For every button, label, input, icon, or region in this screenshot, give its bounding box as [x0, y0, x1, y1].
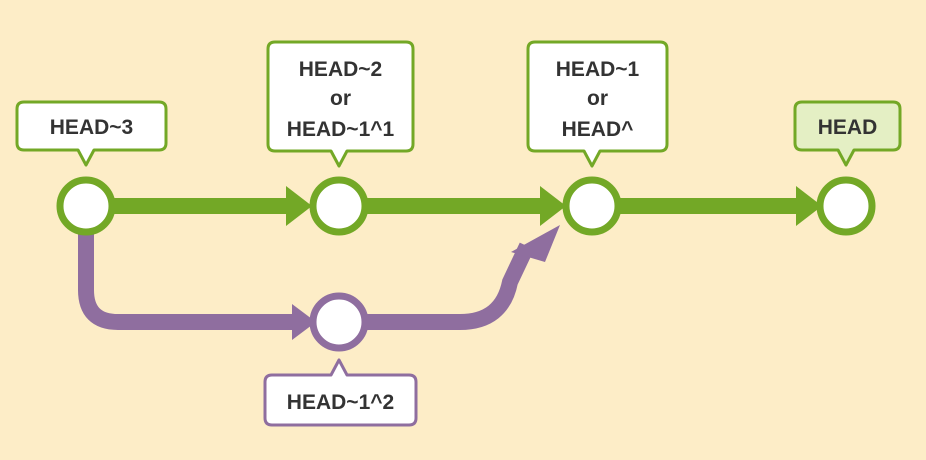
commit-node-head[interactable] [816, 176, 876, 236]
label-text-head3: HEAD~3 [50, 116, 133, 139]
commit-node-head1[interactable] [562, 176, 622, 236]
side-branch-line-down [78, 222, 295, 330]
main-branch-arrowhead-1 [286, 186, 312, 226]
label-text-head2-line3: HEAD~1^1 [287, 118, 395, 141]
label-text-head2-line2: or [330, 87, 351, 110]
label-text-head1-line3: HEAD^ [562, 118, 634, 141]
label-text-head: HEAD [818, 116, 878, 139]
main-branch-arrowhead-3 [796, 186, 822, 226]
label-callout-head: HEAD [793, 100, 902, 167]
label-callout-head1: HEAD~1 or HEAD^ [526, 40, 669, 168]
label-callout-head2: HEAD~2 or HEAD~1^1 [266, 40, 415, 168]
main-branch-arrowhead-2 [540, 186, 566, 226]
label-text-head1-line1: HEAD~1 [556, 58, 640, 81]
side-branch-arrowhead-2 [511, 225, 560, 262]
label-text-head1-line2: or [587, 87, 608, 110]
commit-node-head1-2[interactable] [309, 292, 369, 352]
label-text-head2-line1: HEAD~2 [299, 58, 382, 81]
label-callout-head1-2: HEAD~1^2 [263, 358, 418, 427]
main-branch-line-1 [110, 198, 290, 214]
label-callout-head3: HEAD~3 [15, 100, 168, 167]
main-branch-line-3 [620, 198, 800, 214]
label-text-head1-2: HEAD~1^2 [287, 391, 394, 414]
commit-node-head2[interactable] [309, 176, 369, 236]
side-branch-line-up [362, 242, 535, 330]
main-branch-line-2 [366, 198, 544, 214]
side-branch-arrowhead-1 [292, 304, 316, 340]
commit-node-head3[interactable] [56, 176, 116, 236]
